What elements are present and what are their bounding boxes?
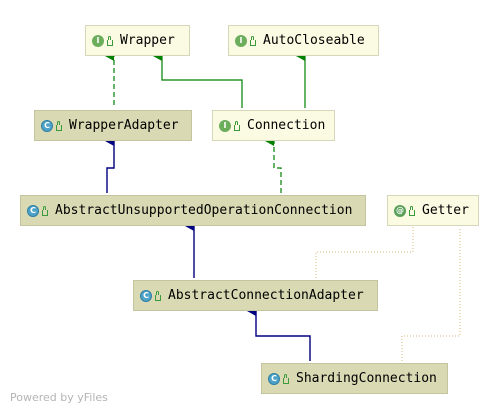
- edge-abstractunsupported-connection: [265, 136, 282, 193]
- class-icon: C: [27, 204, 39, 217]
- edge-abstractconnadapter-getter: [315, 227, 414, 278]
- interface-icon: I: [235, 34, 247, 47]
- lock-icon: [42, 205, 48, 216]
- edge-sharding-getter: [401, 227, 461, 361]
- node-label: WrapperAdapter: [69, 118, 179, 133]
- node-wrapperadapter[interactable]: C WrapperAdapter: [34, 110, 192, 141]
- node-label: AbstractConnectionAdapter: [168, 288, 364, 303]
- node-abstractunsupportedoperationconnection[interactable]: C AbstractUnsupportedOperationConnection: [20, 195, 366, 226]
- lock-icon: [107, 35, 113, 46]
- node-label: Getter: [422, 203, 469, 218]
- edge-abstractunsupported-wrapperadapter: [105, 136, 115, 193]
- node-label: AutoCloseable: [263, 33, 365, 48]
- edge-connection-wrapper: [153, 51, 243, 108]
- lock-icon: [155, 290, 161, 301]
- edge-sharding-abstractconnadapter: [247, 306, 311, 361]
- node-abstractconnectionadapter[interactable]: C AbstractConnectionAdapter: [133, 280, 378, 311]
- lock-icon: [283, 373, 289, 384]
- node-wrapper[interactable]: I Wrapper: [85, 25, 190, 56]
- lock-icon: [409, 205, 415, 216]
- node-label: Wrapper: [120, 33, 175, 48]
- node-autocloseable[interactable]: I AutoCloseable: [228, 25, 379, 56]
- lock-icon: [56, 120, 62, 131]
- interface-icon: I: [219, 119, 231, 132]
- powered-by-footer: Powered by yFiles: [10, 391, 108, 404]
- class-icon: C: [41, 119, 53, 132]
- node-shardingconnection[interactable]: C ShardingConnection: [261, 363, 448, 394]
- annotation-icon: @: [394, 204, 406, 217]
- node-label: Connection: [247, 118, 326, 133]
- node-connection[interactable]: I Connection: [212, 110, 335, 141]
- interface-icon: I: [92, 34, 104, 47]
- node-label: ShardingConnection: [296, 371, 437, 386]
- node-label: AbstractUnsupportedOperationConnection: [55, 203, 353, 218]
- lock-icon: [250, 35, 256, 46]
- node-getter[interactable]: @ Getter: [387, 195, 479, 226]
- lock-icon: [234, 120, 240, 131]
- class-icon: C: [268, 372, 280, 385]
- class-icon: C: [140, 289, 152, 302]
